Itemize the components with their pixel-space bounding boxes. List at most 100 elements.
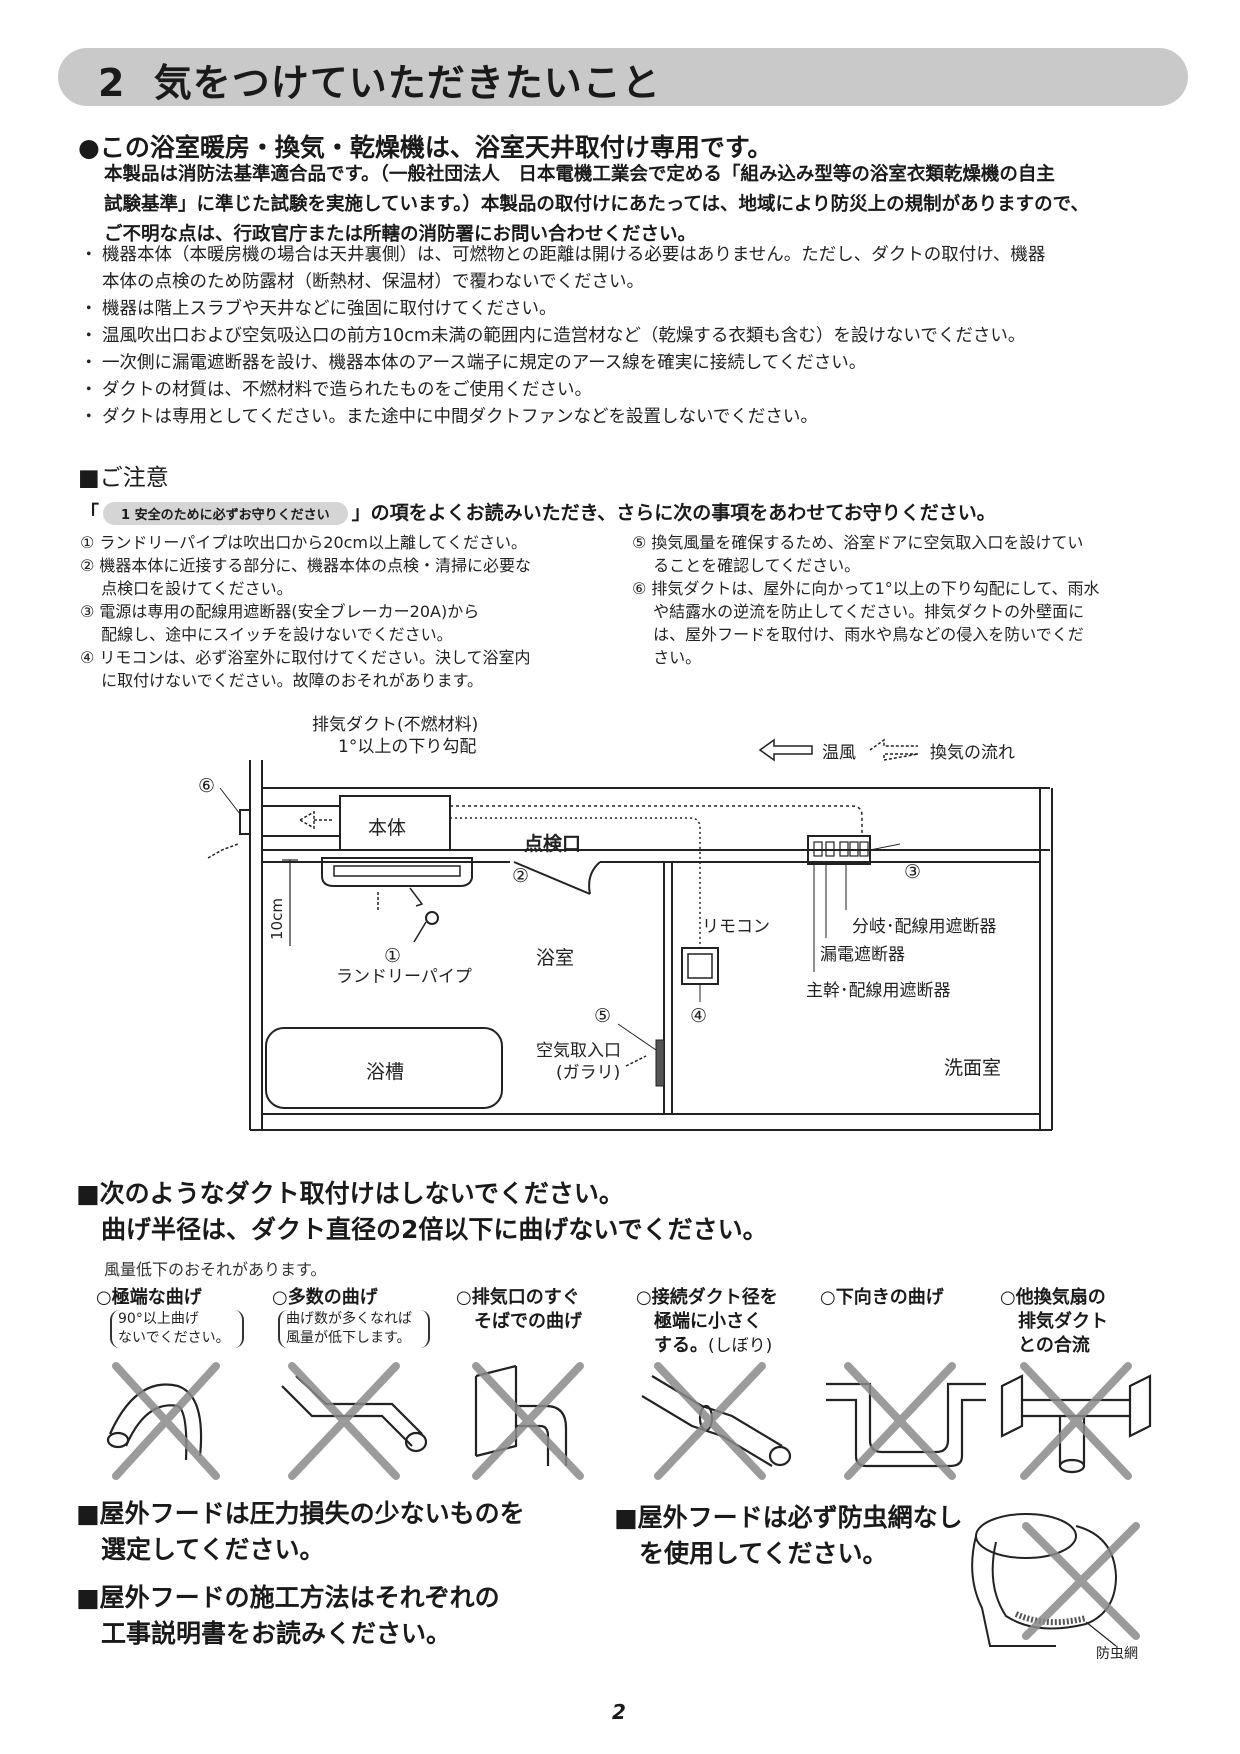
inspection-hatch [513,861,591,895]
unit-grille [321,857,473,887]
air-inlet-label: 空気取入口 [536,1041,621,1061]
note-line: ■屋外フードは必ず防虫網なし [614,1503,963,1532]
list-item: 配線し、途中にスイッチを設けないでください。 [80,625,453,644]
example-label: ○他換気扇の [1000,1287,1106,1308]
downward-bend-icon [826,1382,986,1468]
example-label: 極端に小さく [636,1311,762,1332]
caution-intro: 「1 安全のために必ずお守りください」の項をよくお読みいただき、さらに次の事項を… [80,498,996,525]
insect-net-icon [1014,1611,1087,1626]
paragraph-line: 本製品は消防法基準適合品です。（一般社団法人 日本電機工業会で定める「組み込み型… [104,164,1055,185]
narrowed-duct-icon [641,1375,792,1467]
air-inlet [655,1039,665,1087]
duct-examples: ○極端な曲げ 90°以上曲げないでください。 ○多数の曲げ 曲げ数が多くなれば風… [96,1286,1206,1476]
remote-label: リモコン [702,917,770,937]
legend-ventilation: 換気の流れ [930,743,1015,763]
paragraph-line: 試験基準」に準じた試験を実施しています。）本製品の取付けにあたっては、地域により… [104,194,1089,215]
branch-breaker-label: 分岐･配線用遮断器 [852,917,997,937]
example-label: ○下向きの曲げ [820,1287,944,1308]
example-narrowed-duct: ○接続ダクト径を 極端に小さく する。(しぼり) [636,1286,816,1358]
list-item: ダクトは専用としてください。また途中に中間ダクトファンなどを設置しないでください… [80,404,1196,431]
duct-example-illustrations [106,1362,1152,1480]
inspection-label: 点検口 [524,832,581,855]
list-item: 機器は階上スラブや天井などに強固に取付けてください。 [80,296,1196,323]
callout-3: ③ [904,861,921,883]
page-number: 2 [612,1700,626,1724]
section-title-text: 気をつけていただきたいこと [153,61,661,105]
prohibited-cross-icon [1022,1522,1140,1640]
callout-6: ⑥ [198,775,215,797]
tub-label: 浴槽 [366,1061,404,1083]
list-item: 本体の点検のため防露材（断熱材、保温材）で覆わないでください。 [86,269,1196,296]
caution-intro-text: 」の項をよくお読みいただき、さらに次の事項をあわせてお守りください。 [351,502,996,524]
hood-insect-net-note: ■屋外フードは必ず防虫網なし を使用してください。 [614,1500,963,1572]
ventilation-arrow-icon [869,738,919,761]
outdoor-hood-illustration: 防虫網 [971,1513,1140,1662]
duct-label: 排気ダクト(不燃材料) [312,715,478,735]
note-line: を使用してください。 [614,1539,888,1568]
merged-exhaust-icon [1000,1374,1152,1474]
example-label: との合流 [1000,1335,1090,1356]
precaution-list: 機器本体（本暖房機の場合は天井裏側）は、可燃物との距離は開ける必要はありません。… [80,242,1196,431]
list-item: さい。 [632,648,702,667]
note-line: 選定してください。 [76,1535,325,1564]
caution-right-list: ⑤ 換気風量を確保するため、浴室ドアに空気取入口を設けてい ることを確認してくだ… [632,532,1152,670]
callout-2: ② [512,865,529,887]
section-header-bar [58,48,1188,106]
main-unit [339,795,451,851]
safety-section-ref: 1 安全のために必ずお守りください [103,502,348,525]
duct-note: 風量低下のおそれがあります。 [104,1260,327,1279]
example-label: ○極端な曲げ [96,1287,202,1308]
list-item: や結露水の逆流を防止してください。排気ダクトの外壁面に [632,602,1085,621]
hood-pressure-note: ■屋外フードは圧力損失の少ないものを 選定してください。 [76,1496,525,1568]
list-item: ④ リモコンは、必ず浴室外に取付けてください。決して浴室内 [80,648,531,667]
example-note: 90°以上曲げないでください。 [110,1310,244,1348]
example-label: ○接続ダクト径を [636,1287,778,1308]
legend-warm-air: 温風 [822,743,856,763]
caution-left-list: ① ランドリーパイプは吹出口から20cm以上離してください。 ② 機器本体に近接… [80,532,600,693]
example-extreme-bend: ○極端な曲げ 90°以上曲げないでください。 [96,1286,266,1348]
leakage-breaker-label: 漏電遮断器 [820,945,905,965]
installation-diagram: 排気ダクト(不燃材料) 1°以上の下り勾配 温風 換気の流れ 本体 点検口 10… [198,715,1053,1131]
slope-label: 1°以上の下り勾配 [338,737,476,757]
note-line: 工事説明書をお読みください。 [76,1619,452,1648]
example-note: (しぼり) [708,1336,773,1356]
callout-1: ① [384,945,401,967]
example-label: する。 [636,1335,708,1356]
note-line: ■屋外フードは圧力損失の少ないものを [76,1499,525,1528]
example-note: 曲げ数が多くなれば風量が低下します。 [278,1310,430,1348]
callout-5: ⑤ [594,1005,611,1027]
outdoor-hood [239,809,251,835]
section-title: 2 気をつけていただきたいこと [98,52,661,107]
air-inlet-sub-label: (ガラリ) [556,1063,620,1083]
example-label: 排気ダクト [1000,1311,1108,1332]
list-item: ダクトの材質は、不燃材料で造られたものをご使用ください。 [80,377,1196,404]
warm-air-arrow-icon [758,738,813,762]
list-item-continuation: 本体の点検のため防露材（断熱材、保温材）で覆わないでください。 [102,272,644,292]
duct-heading-line: 曲げ半径は、ダクト直径の2倍以下に曲げないでください。 [76,1215,768,1244]
example-merged-exhaust: ○他換気扇の 排気ダクト との合流 [1000,1286,1180,1358]
list-item: に取付けないでください。故障のおそれがあります。 [80,671,484,690]
caution-heading: ■ご注意 [78,465,169,491]
main-breaker-label: 主幹･配線用遮断器 [806,980,951,1001]
prohibited-cross-icons [112,1362,1132,1480]
bracket-open: 「 [80,502,100,524]
unit-label: 本体 [368,817,406,839]
washroom-label: 洗面室 [944,1057,1001,1079]
example-downward-bend: ○下向きの曲げ [820,1286,990,1310]
example-label: そばでの曲げ [456,1311,582,1332]
example-bend-near-outlet: ○排気口のすぐ そばでの曲げ [456,1286,626,1334]
duct-heading: ■次のようなダクト取付けはしないでください。 曲げ半径は、ダクト直径の2倍以下に… [76,1176,768,1248]
list-item: ② 機器本体に近接する部分に、機器本体の点検・清掃に必要な [80,556,531,575]
installation-heading: ●この浴室暖房・換気・乾燥機は、浴室天井取付け専用です。 [78,133,773,162]
callout-4: ④ [690,1005,707,1027]
paragraph-line: ご不明な点は、行政官庁または所轄の消防署にお問い合わせください。 [104,224,697,245]
insect-net-label: 防虫網 [1096,1646,1138,1662]
section-number: 2 [98,61,126,105]
list-item: 機器本体（本暖房機の場合は天井裏側）は、可燃物との距離は開ける必要はありません。… [80,242,1196,269]
list-item: ⑤ 換気風量を確保するため、浴室ドアに空気取入口を設けてい [632,533,1084,552]
bathroom-label: 浴室 [536,947,574,969]
list-item: 温風吹出口および空気吸込口の前方10cm未満の範囲内に造営材など（乾燥する衣類も… [80,323,1196,350]
list-item: ることを確認してください。 [632,556,861,575]
laundry-label: ランドリーパイプ [336,967,472,987]
compliance-paragraph: 本製品は消防法基準適合品です。（一般社団法人 日本電機工業会で定める「組み込み型… [104,160,1204,250]
